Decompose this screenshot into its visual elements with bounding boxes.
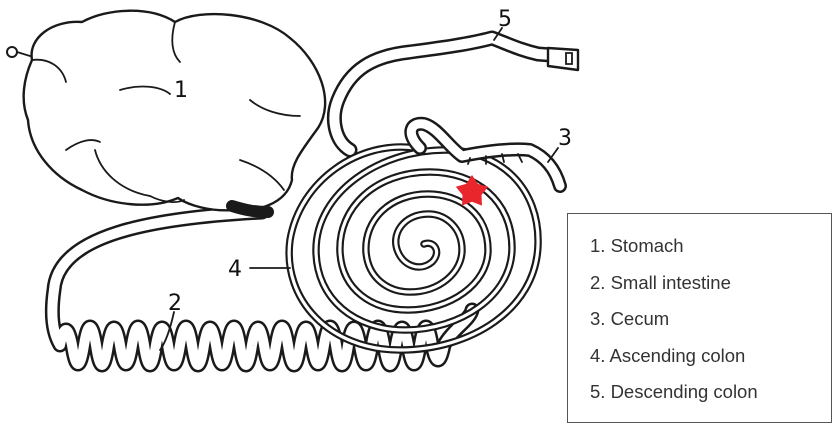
legend-item-cecum: 3. Cecum [590, 301, 831, 338]
label-1-stomach: 1 [174, 78, 188, 103]
legend-box: 1. Stomach 2. Small intestine 3. Cecum 4… [567, 213, 832, 423]
stomach [7, 11, 325, 212]
legend-item-descending-colon: 5. Descending colon [590, 374, 831, 411]
label-3-cecum: 3 [558, 126, 572, 151]
label-2-small-intestine: 2 [168, 291, 182, 316]
cecum [411, 124, 560, 186]
ascending-colon-spiral [289, 147, 538, 350]
label-4-ascending-colon: 4 [228, 257, 242, 282]
descending-colon [334, 38, 578, 150]
legend-item-small-intestine: 2. Small intestine [590, 265, 831, 302]
label-5-descending-colon: 5 [498, 7, 512, 32]
legend-item-stomach: 1. Stomach [590, 228, 831, 265]
legend-item-ascending-colon: 4. Ascending colon [590, 338, 831, 375]
